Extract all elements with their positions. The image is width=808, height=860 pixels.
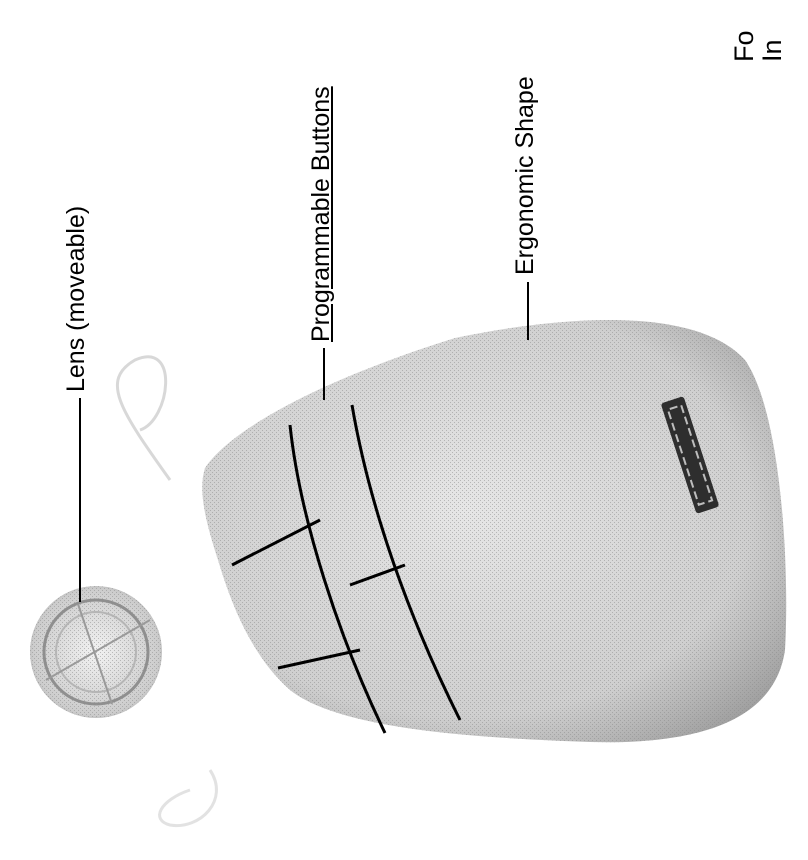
mouse-cable-tail [160, 770, 217, 826]
mouse-cable [117, 357, 170, 480]
programmable-buttons-label: Programmable Buttons [309, 86, 334, 342]
cutoff-label-line-2: In [758, 30, 786, 62]
cutoff-label-line-1: Fo [730, 30, 758, 62]
cutoff-label: Fo In [730, 30, 787, 62]
ergonomic-shape-label: Ergonomic Shape [513, 76, 538, 275]
lens [30, 586, 162, 718]
lens-label: Lens (moveable) [64, 206, 89, 392]
